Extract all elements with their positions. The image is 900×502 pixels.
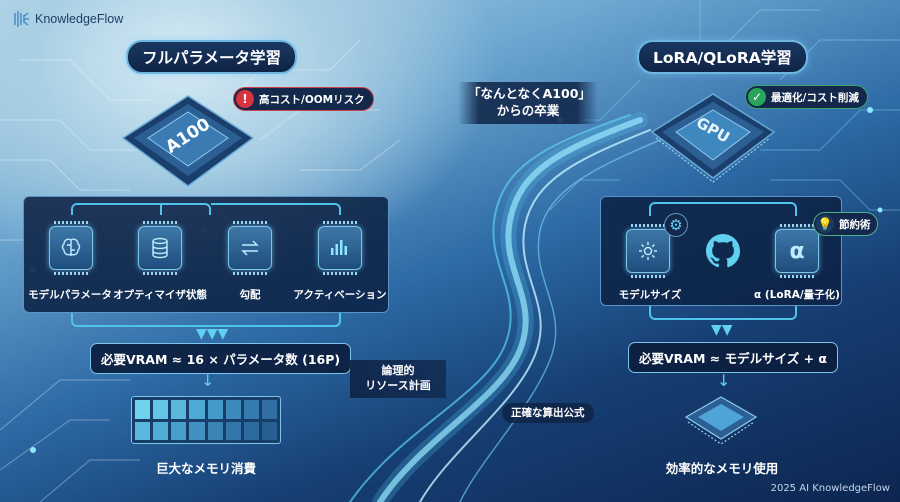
right-result-label: 効率的なメモリ使用 bbox=[665, 461, 779, 476]
left-result-label: 巨大なメモリ消費 bbox=[155, 461, 256, 476]
exclamation-icon: ! bbox=[236, 90, 254, 108]
headline-line2: からの卒業 bbox=[496, 102, 560, 118]
lightbulb-icon: 💡 bbox=[816, 215, 834, 233]
component-chip-gradient bbox=[228, 221, 272, 275]
left-section-title: フルパラメータ学習 bbox=[126, 40, 298, 74]
brain-icon bbox=[61, 238, 81, 256]
footer-credit: 2025 AI KnowledgeFlow bbox=[770, 483, 890, 494]
check-icon: ✓ bbox=[748, 88, 766, 106]
component-label: アクティベーション bbox=[293, 289, 387, 301]
tip-badge-text: 節約術 bbox=[839, 218, 871, 231]
arrow-down-icon: ↓ bbox=[201, 371, 215, 390]
arrow-down-icon: ↓ bbox=[717, 371, 731, 390]
alpha-icon: α bbox=[789, 238, 805, 264]
success-tag-text: 最適化/コスト削減 bbox=[771, 91, 859, 104]
gear-icon bbox=[639, 242, 657, 260]
gear-badge-icon: ⚙ bbox=[664, 213, 688, 237]
headline-line1: 「なんとなくA100」 bbox=[468, 86, 591, 101]
warning-tag: ! 高コスト/OOMリスク bbox=[233, 87, 374, 111]
brand-name: KnowledgeFlow bbox=[35, 12, 124, 26]
connector bbox=[649, 306, 797, 320]
gpu-chip: GPU bbox=[648, 88, 778, 188]
connector bbox=[649, 202, 797, 216]
component-label: オプティマイザ状態 bbox=[113, 289, 207, 301]
arrow-down-icon: ▼▼▼ bbox=[196, 326, 229, 342]
connector bbox=[71, 203, 211, 215]
component-label: モデルパラメータ bbox=[28, 289, 112, 301]
warning-tag-text: 高コスト/OOMリスク bbox=[259, 93, 365, 106]
component-chip-activation bbox=[318, 221, 362, 275]
database-icon bbox=[152, 237, 168, 259]
callout-formula: 正確な算出公式 bbox=[502, 403, 594, 424]
bar-chart-icon bbox=[331, 240, 347, 255]
right-section-title: LoRA/QLoRA学習 bbox=[637, 40, 808, 74]
a100-chip: A100 bbox=[118, 88, 258, 198]
component-label: α (LoRA/量子化) bbox=[754, 289, 840, 301]
component-label: 勾配 bbox=[239, 289, 261, 301]
connector bbox=[71, 313, 341, 327]
connector bbox=[160, 203, 162, 215]
component-label: モデルサイズ bbox=[618, 289, 682, 301]
connector bbox=[211, 203, 341, 215]
left-formula: 必要VRAM ≈ 16 × パラメータ数 (16P) bbox=[90, 343, 352, 374]
component-chip-optimizer bbox=[138, 221, 182, 275]
brand-logo: KnowledgeFlow bbox=[12, 10, 123, 28]
arrow-down-icon: ▼▼ bbox=[711, 322, 733, 338]
github-icon bbox=[706, 234, 741, 268]
brain-network-icon bbox=[14, 11, 29, 27]
tip-badge: 💡 節約術 bbox=[813, 212, 878, 236]
memory-block-grid bbox=[131, 396, 281, 444]
callout-line1: 論理的 bbox=[381, 364, 415, 377]
right-formula: 必要VRAM ≈ モデルサイズ + α bbox=[628, 342, 838, 373]
callout-logical-planning: 論理的 リソース計画 bbox=[350, 360, 446, 398]
component-chip-model-size bbox=[626, 224, 670, 278]
efficient-chip bbox=[684, 395, 758, 447]
component-chip-model-params bbox=[49, 221, 93, 275]
callout-line2: リソース計画 bbox=[365, 378, 431, 392]
swap-arrows-icon bbox=[241, 240, 259, 256]
component-chip-alpha: α bbox=[775, 224, 819, 278]
center-headline: 「なんとなくA100」 からの卒業 bbox=[458, 82, 598, 124]
success-tag: ✓ 最適化/コスト削減 bbox=[745, 85, 868, 109]
